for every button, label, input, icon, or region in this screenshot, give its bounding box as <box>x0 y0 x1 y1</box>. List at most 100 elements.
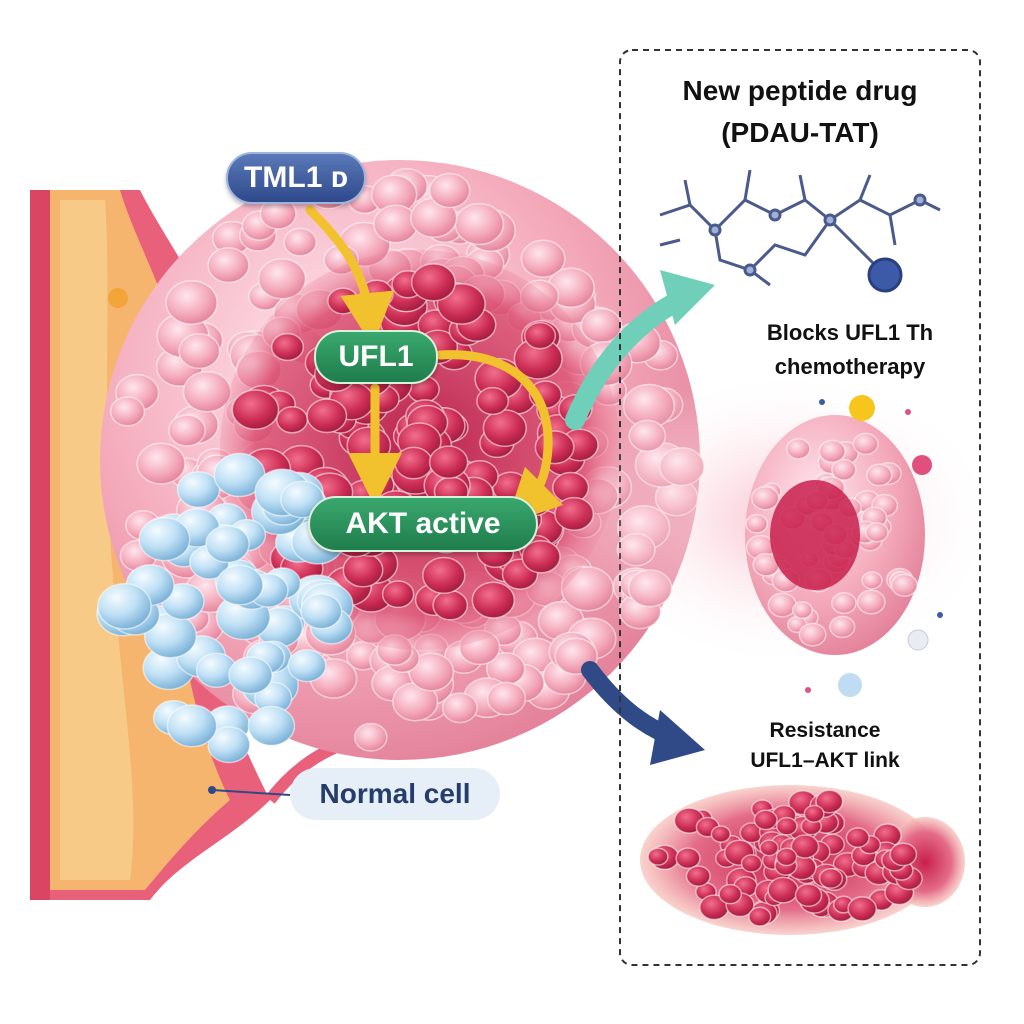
blocks-caption-line1: Blocks UFL1 Th <box>766 320 934 345</box>
cell <box>775 847 798 867</box>
cell <box>182 370 232 413</box>
cell <box>207 247 250 284</box>
cell <box>829 615 856 639</box>
cell <box>247 705 296 747</box>
cell <box>228 656 273 695</box>
drug-title: New peptide drug (PDAU-TAT) <box>630 70 970 154</box>
tml1-label: TML1 ᴅ <box>226 152 366 204</box>
cell <box>751 485 780 511</box>
drug-title-line1: New peptide drug <box>682 75 918 106</box>
cell <box>207 726 251 764</box>
cell <box>342 552 384 588</box>
cell <box>428 172 471 209</box>
normal-cell-pointer <box>211 789 291 796</box>
cell <box>818 439 846 463</box>
cell <box>745 513 769 534</box>
cell <box>767 876 799 904</box>
cell <box>753 809 778 831</box>
cell <box>346 426 392 465</box>
cell <box>178 333 221 370</box>
cell <box>257 258 307 300</box>
cell <box>432 589 469 621</box>
tumor-cross-section <box>580 370 1000 670</box>
cell <box>785 438 811 460</box>
cell <box>798 622 827 647</box>
cell <box>428 445 469 480</box>
cell <box>845 827 870 848</box>
cell <box>520 239 566 278</box>
cell <box>775 816 798 836</box>
cell <box>794 883 823 908</box>
cell <box>675 847 701 870</box>
resistance-caption-line1: Resistance <box>769 719 881 742</box>
resistance-caption: Resistance UFL1–AKT link <box>690 716 960 776</box>
cell <box>889 842 918 867</box>
cell <box>166 704 218 748</box>
cell <box>381 580 415 609</box>
cell <box>454 202 505 246</box>
cell <box>109 396 146 427</box>
cell <box>441 692 478 724</box>
cell <box>410 263 456 302</box>
cell <box>394 446 433 480</box>
cell <box>767 592 797 618</box>
blocks-caption: Blocks UFL1 Th chemotherapy <box>700 316 1000 384</box>
cell <box>740 854 763 873</box>
resistance-arrow <box>581 661 705 765</box>
cell <box>471 581 516 619</box>
cell <box>647 847 669 866</box>
cell <box>270 332 305 362</box>
cell <box>865 463 893 487</box>
tumor-cluster-icon <box>640 785 965 935</box>
cell <box>486 681 527 716</box>
cell <box>215 564 264 606</box>
cell <box>353 722 388 752</box>
ufl1-label: UFL1 <box>314 330 438 384</box>
cell <box>422 556 466 595</box>
akt-active-label: AKT active <box>308 496 538 552</box>
drug-particles <box>805 395 943 697</box>
cell <box>748 906 772 927</box>
cell <box>791 601 813 620</box>
cell <box>97 582 152 630</box>
cell <box>685 865 711 887</box>
cell <box>300 593 343 630</box>
cell <box>165 280 218 325</box>
cell <box>523 321 557 350</box>
cell <box>718 883 743 905</box>
cell <box>790 834 820 859</box>
cell <box>861 571 883 590</box>
pathway-arrows <box>305 205 564 525</box>
cell <box>283 227 317 257</box>
cell <box>168 414 206 447</box>
curved-arrow-icon <box>565 270 715 430</box>
cell <box>803 804 825 823</box>
cell <box>865 522 889 543</box>
cell <box>205 524 250 564</box>
cell <box>831 592 857 615</box>
cell <box>818 867 844 889</box>
cell <box>852 432 879 456</box>
cell <box>136 442 186 485</box>
cell <box>521 539 561 574</box>
cell <box>408 652 455 692</box>
normal-cell-label: Normal cell <box>290 768 500 820</box>
cell <box>815 789 844 814</box>
drug-title-line2: (PDAU-TAT) <box>721 117 879 148</box>
cell <box>890 573 918 597</box>
cell <box>847 896 878 922</box>
drug-panel-border <box>619 49 981 966</box>
cell <box>710 825 731 843</box>
cell <box>138 517 191 562</box>
cell <box>327 287 359 315</box>
resistance-caption-line2: UFL1–AKT link <box>750 749 900 772</box>
cell <box>306 398 348 434</box>
cell <box>176 470 221 509</box>
cell <box>759 839 779 857</box>
cell <box>831 458 857 481</box>
cell <box>276 406 309 434</box>
cell <box>476 386 510 416</box>
cell <box>534 430 575 465</box>
cell <box>287 649 327 683</box>
cell <box>482 409 527 448</box>
